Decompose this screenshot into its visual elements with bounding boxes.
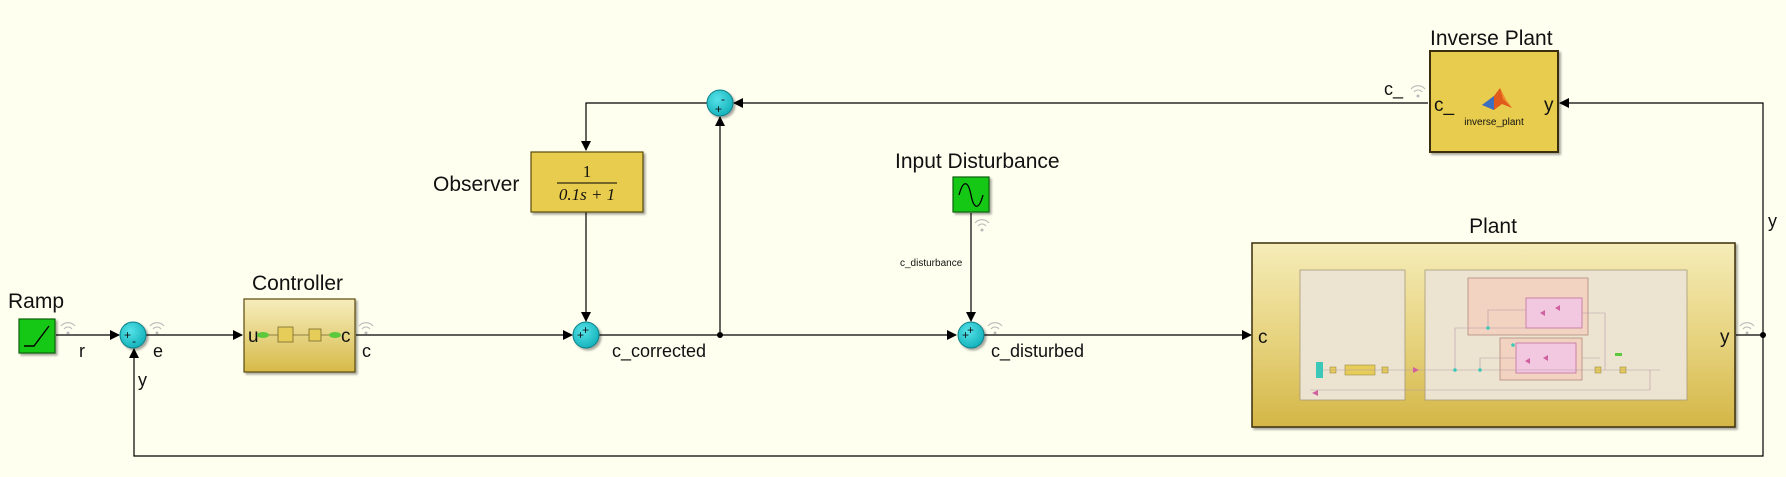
controller-preview-icon [257,326,341,343]
signal-label-c-disturbed: c_disturbed [991,341,1084,362]
ramp-block[interactable]: Ramp [8,290,64,354]
sum1-sign-minus: - [132,334,136,348]
sum2-block[interactable]: + + [572,321,600,349]
logging-icon-c-disturbed [987,322,1003,335]
matlab-logo-icon [1482,88,1512,110]
observer-title: Observer [433,173,519,196]
signal-label-e: e [153,341,163,361]
plant-out-port: y [1720,327,1730,348]
observer-numerator: 1 [583,162,592,181]
controller-title: Controller [252,272,343,295]
plant-in-port: c [1258,327,1268,348]
observer-block[interactable]: Observer 1 0.1s + 1 [433,151,644,213]
signal-logging-icons [60,85,1755,335]
signal-label-r: r [79,341,85,361]
ramp-icon [24,325,50,347]
signal-label-c-disturbance: c_disturbance [900,258,963,269]
controller-out-port: c [341,326,351,347]
sum3-sign-left: + [962,328,969,342]
ramp-title: Ramp [8,290,64,313]
logging-icon-c [358,322,374,335]
wire-sum4-to-observer[interactable] [581,102,707,151]
signal-label-y-output: y [1768,211,1777,231]
branch-point-c-corrected [717,332,723,338]
input-disturbance-block[interactable]: Input Disturbance [895,150,1060,213]
sum3-sign-top: + [967,323,974,337]
logging-icon-r [60,322,76,335]
plant-block[interactable]: Plant c y [1251,215,1736,428]
sum4-sign-minus: - [721,92,725,106]
sum4-sign-plus: + [715,102,722,116]
observer-denominator: 0.1s + 1 [559,185,615,204]
logging-icon-c-disturbance [974,219,990,232]
signal-label-y-feedback: y [138,370,147,390]
inverse-plant-title: Inverse Plant [1430,27,1553,50]
sum2-sign-top: + [582,323,589,337]
inverse-plant-function-name: inverse_plant [1464,117,1524,128]
sum4-block[interactable]: + - [706,89,734,117]
plant-title: Plant [1469,215,1517,238]
sum1-block[interactable]: + - [119,321,147,349]
wires [56,98,1764,457]
inverse-plant-in-port: c_ [1434,95,1455,116]
logging-icon-e [149,322,165,335]
plant-preview [1299,269,1688,401]
signal-label-c-corrected: c_corrected [612,341,706,362]
sine-wave-icon [958,183,984,207]
wire-y-to-inverse[interactable] [1559,98,1764,335]
wire-y-feedback[interactable] [129,335,1764,457]
branch-point-y [1760,332,1766,338]
sum3-block[interactable]: + + [957,321,985,349]
signal-label-c-inverse: c_ [1384,79,1404,100]
controller-block[interactable]: Controller u c [243,272,356,373]
controller-in-port: u [248,326,259,347]
sum1-sign-plus: + [124,328,131,342]
inverse-plant-out-port: y [1544,95,1554,116]
input-disturbance-title: Input Disturbance [895,150,1060,173]
sum2-sign-left: + [577,328,584,342]
inverse-plant-block[interactable]: Inverse Plant c_ y inverse_plant [1429,27,1559,153]
logging-icon-y [1739,322,1755,335]
signal-label-c: c [362,341,371,361]
logging-icon-c-inverse [1410,85,1426,98]
